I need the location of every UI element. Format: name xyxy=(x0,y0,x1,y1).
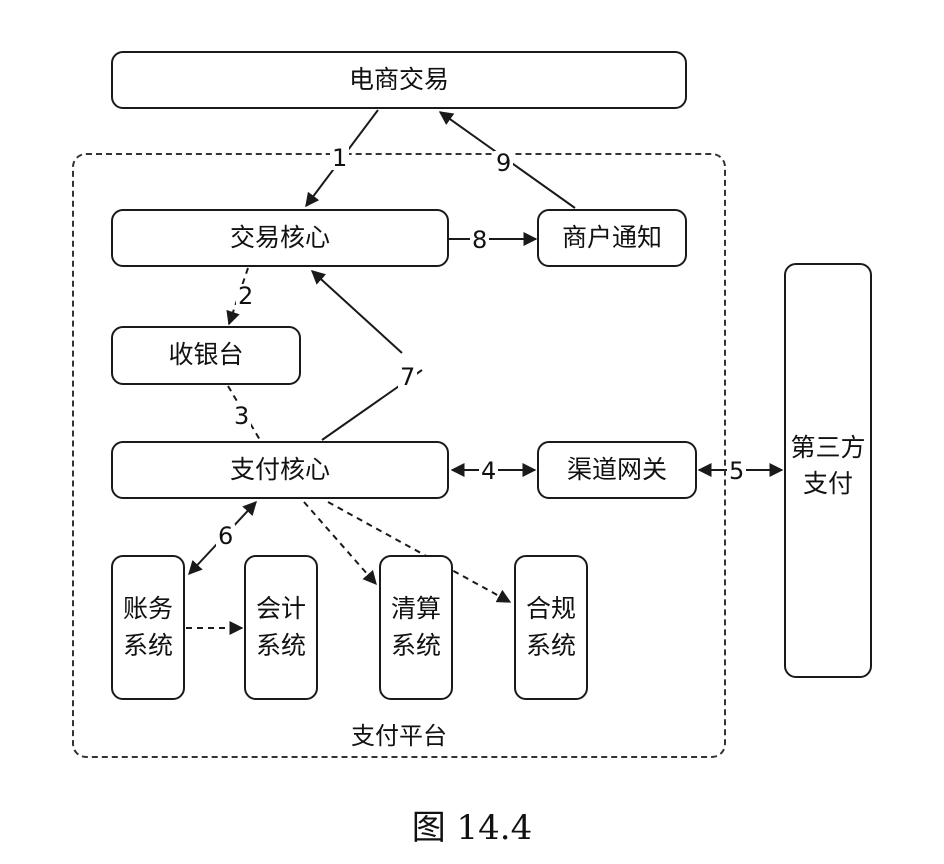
step-label-6: 6 xyxy=(216,522,236,550)
compliance-system-line-1: 合规 xyxy=(525,594,576,624)
channel-gateway-label: 渠道网关 xyxy=(566,454,667,484)
step-label-2: 2 xyxy=(236,282,256,310)
step-label-3: 3 xyxy=(232,402,252,430)
accounting-system-line-1: 会计 xyxy=(255,594,306,624)
figure-caption: 图 14.4 xyxy=(411,808,533,848)
merchant-notify-box: 商户通知 xyxy=(537,209,687,267)
cashier-box: 收银台 xyxy=(111,326,301,385)
payment-platform-label: 支付平台 xyxy=(351,722,447,750)
trade-core-label: 交易核心 xyxy=(229,222,330,252)
arrow-step-7-head xyxy=(310,270,403,354)
step-label-1: 1 xyxy=(330,144,350,172)
payment-core-label: 支付核心 xyxy=(229,454,330,484)
clearing-system-line-2: 系统 xyxy=(390,630,441,660)
ecommerce-trade-box: 电商交易 xyxy=(111,51,687,109)
account-system-line-1: 账务 xyxy=(122,594,173,624)
accounting-system-line-2: 系统 xyxy=(255,630,306,660)
arrow-payment-to-compliance xyxy=(327,501,512,603)
payment-core-box: 支付核心 xyxy=(111,441,449,499)
arrow-step-2 xyxy=(226,267,249,326)
account-system-line-2: 系统 xyxy=(122,630,173,660)
third-party-payment-box: 第三方 支付 xyxy=(784,263,872,678)
step-label-8: 8 xyxy=(470,226,490,254)
cashier-label: 收银台 xyxy=(168,340,244,370)
accounting-system-box: 会计 系统 xyxy=(244,555,318,700)
step-label-9: 9 xyxy=(494,149,514,177)
clearing-system-line-1: 清算 xyxy=(390,594,441,624)
merchant-notify-label: 商户通知 xyxy=(561,222,662,252)
compliance-system-line-2: 系统 xyxy=(525,630,576,660)
compliance-system-box: 合规 系统 xyxy=(514,555,588,700)
account-system-box: 账务 系统 xyxy=(111,555,185,700)
step-label-5: 5 xyxy=(727,457,747,485)
third-party-line-2: 支付 xyxy=(802,469,853,499)
clearing-system-box: 清算 系统 xyxy=(379,555,453,700)
arrow-payment-to-clearing xyxy=(303,501,377,586)
third-party-line-1: 第三方 xyxy=(790,433,866,462)
channel-gateway-box: 渠道网关 xyxy=(537,441,697,499)
step-label-4: 4 xyxy=(479,457,499,485)
payment-platform-region: 支付平台 xyxy=(72,153,726,758)
step-label-7: 7 xyxy=(398,363,418,391)
trade-core-box: 交易核心 xyxy=(111,209,449,267)
ecommerce-trade-label: 电商交易 xyxy=(348,64,449,94)
